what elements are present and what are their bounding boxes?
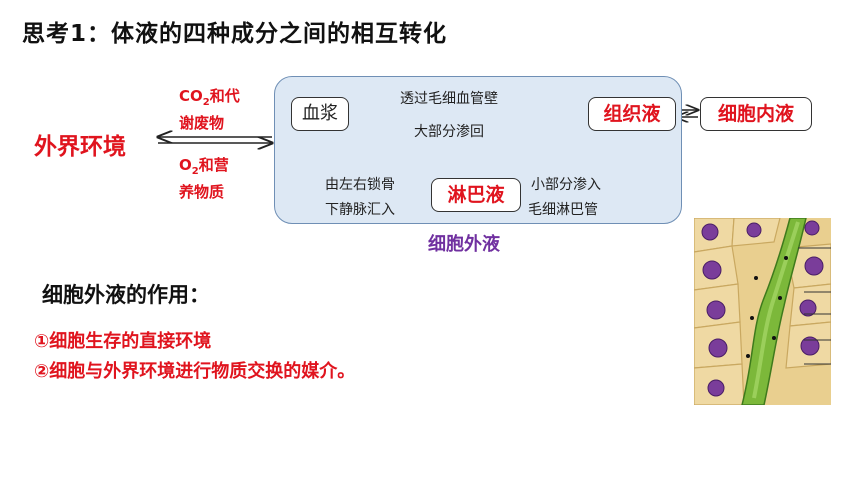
co2-waste-label: CO2和代 谢废物 [179,87,240,132]
label-plasma-to-tissue: 透过毛细血管壁 [400,91,498,107]
role-item-2: ②细胞与外界环境进行物质交换的媒介。 [34,361,356,382]
lymph-node: 淋巴液 [431,178,521,212]
tissue-illustration [694,218,831,405]
label-tissue-to-lymph: 小部分渗入 [531,177,601,193]
o2-nutrients-label: O2和营 养物质 [179,156,229,201]
label-lymph-capillary: 毛细淋巴管 [528,202,598,218]
label-tissue-to-plasma: 大部分渗回 [414,124,484,140]
ecf-name-label: 细胞外液 [428,234,500,255]
external-environment-label: 外界环境 [34,134,126,160]
label-subclavian-vein: 下静脉汇入 [325,202,395,218]
label-lymph-to-plasma: 由左右锁骨 [325,177,395,193]
role-item-1: ①细胞生存的直接环境 [34,331,212,352]
intracellular-fluid-node: 细胞内液 [700,97,812,131]
plasma-node: 血浆 [291,97,349,131]
page-title: 思考1：体液的四种成分之间的相互转化 [22,21,448,47]
roles-heading: 细胞外液的作用： [42,283,210,307]
tissue-fluid-node: 组织液 [588,97,676,131]
